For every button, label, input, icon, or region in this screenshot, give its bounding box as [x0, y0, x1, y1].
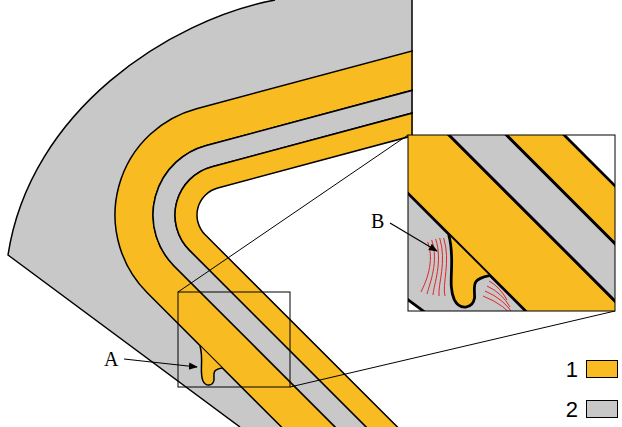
legend-swatch [586, 400, 618, 418]
leader-arrow [390, 223, 437, 251]
legend-row: 1 [528, 359, 618, 381]
legend-number: 2 [566, 399, 578, 421]
strain-lines [421, 238, 516, 311]
callout-letter: A [104, 349, 118, 369]
callout-letter: B [371, 211, 384, 231]
legend-number: 1 [566, 359, 578, 381]
dike-outline [200, 346, 222, 385]
inset [408, 135, 615, 311]
injection-dike [200, 346, 222, 385]
zoom-box [178, 292, 290, 387]
inset-frame [408, 135, 615, 311]
zoom-line [178, 135, 408, 292]
legend-row: 2 [528, 399, 618, 421]
fold-layers [8, 0, 413, 427]
limb-cut [411, 0, 413, 136]
inner-yellow-layer [175, 63, 413, 427]
legend-swatch [586, 360, 618, 378]
leader-arrow [124, 359, 197, 367]
zoom-line [290, 311, 615, 387]
inset-fold [408, 135, 615, 311]
